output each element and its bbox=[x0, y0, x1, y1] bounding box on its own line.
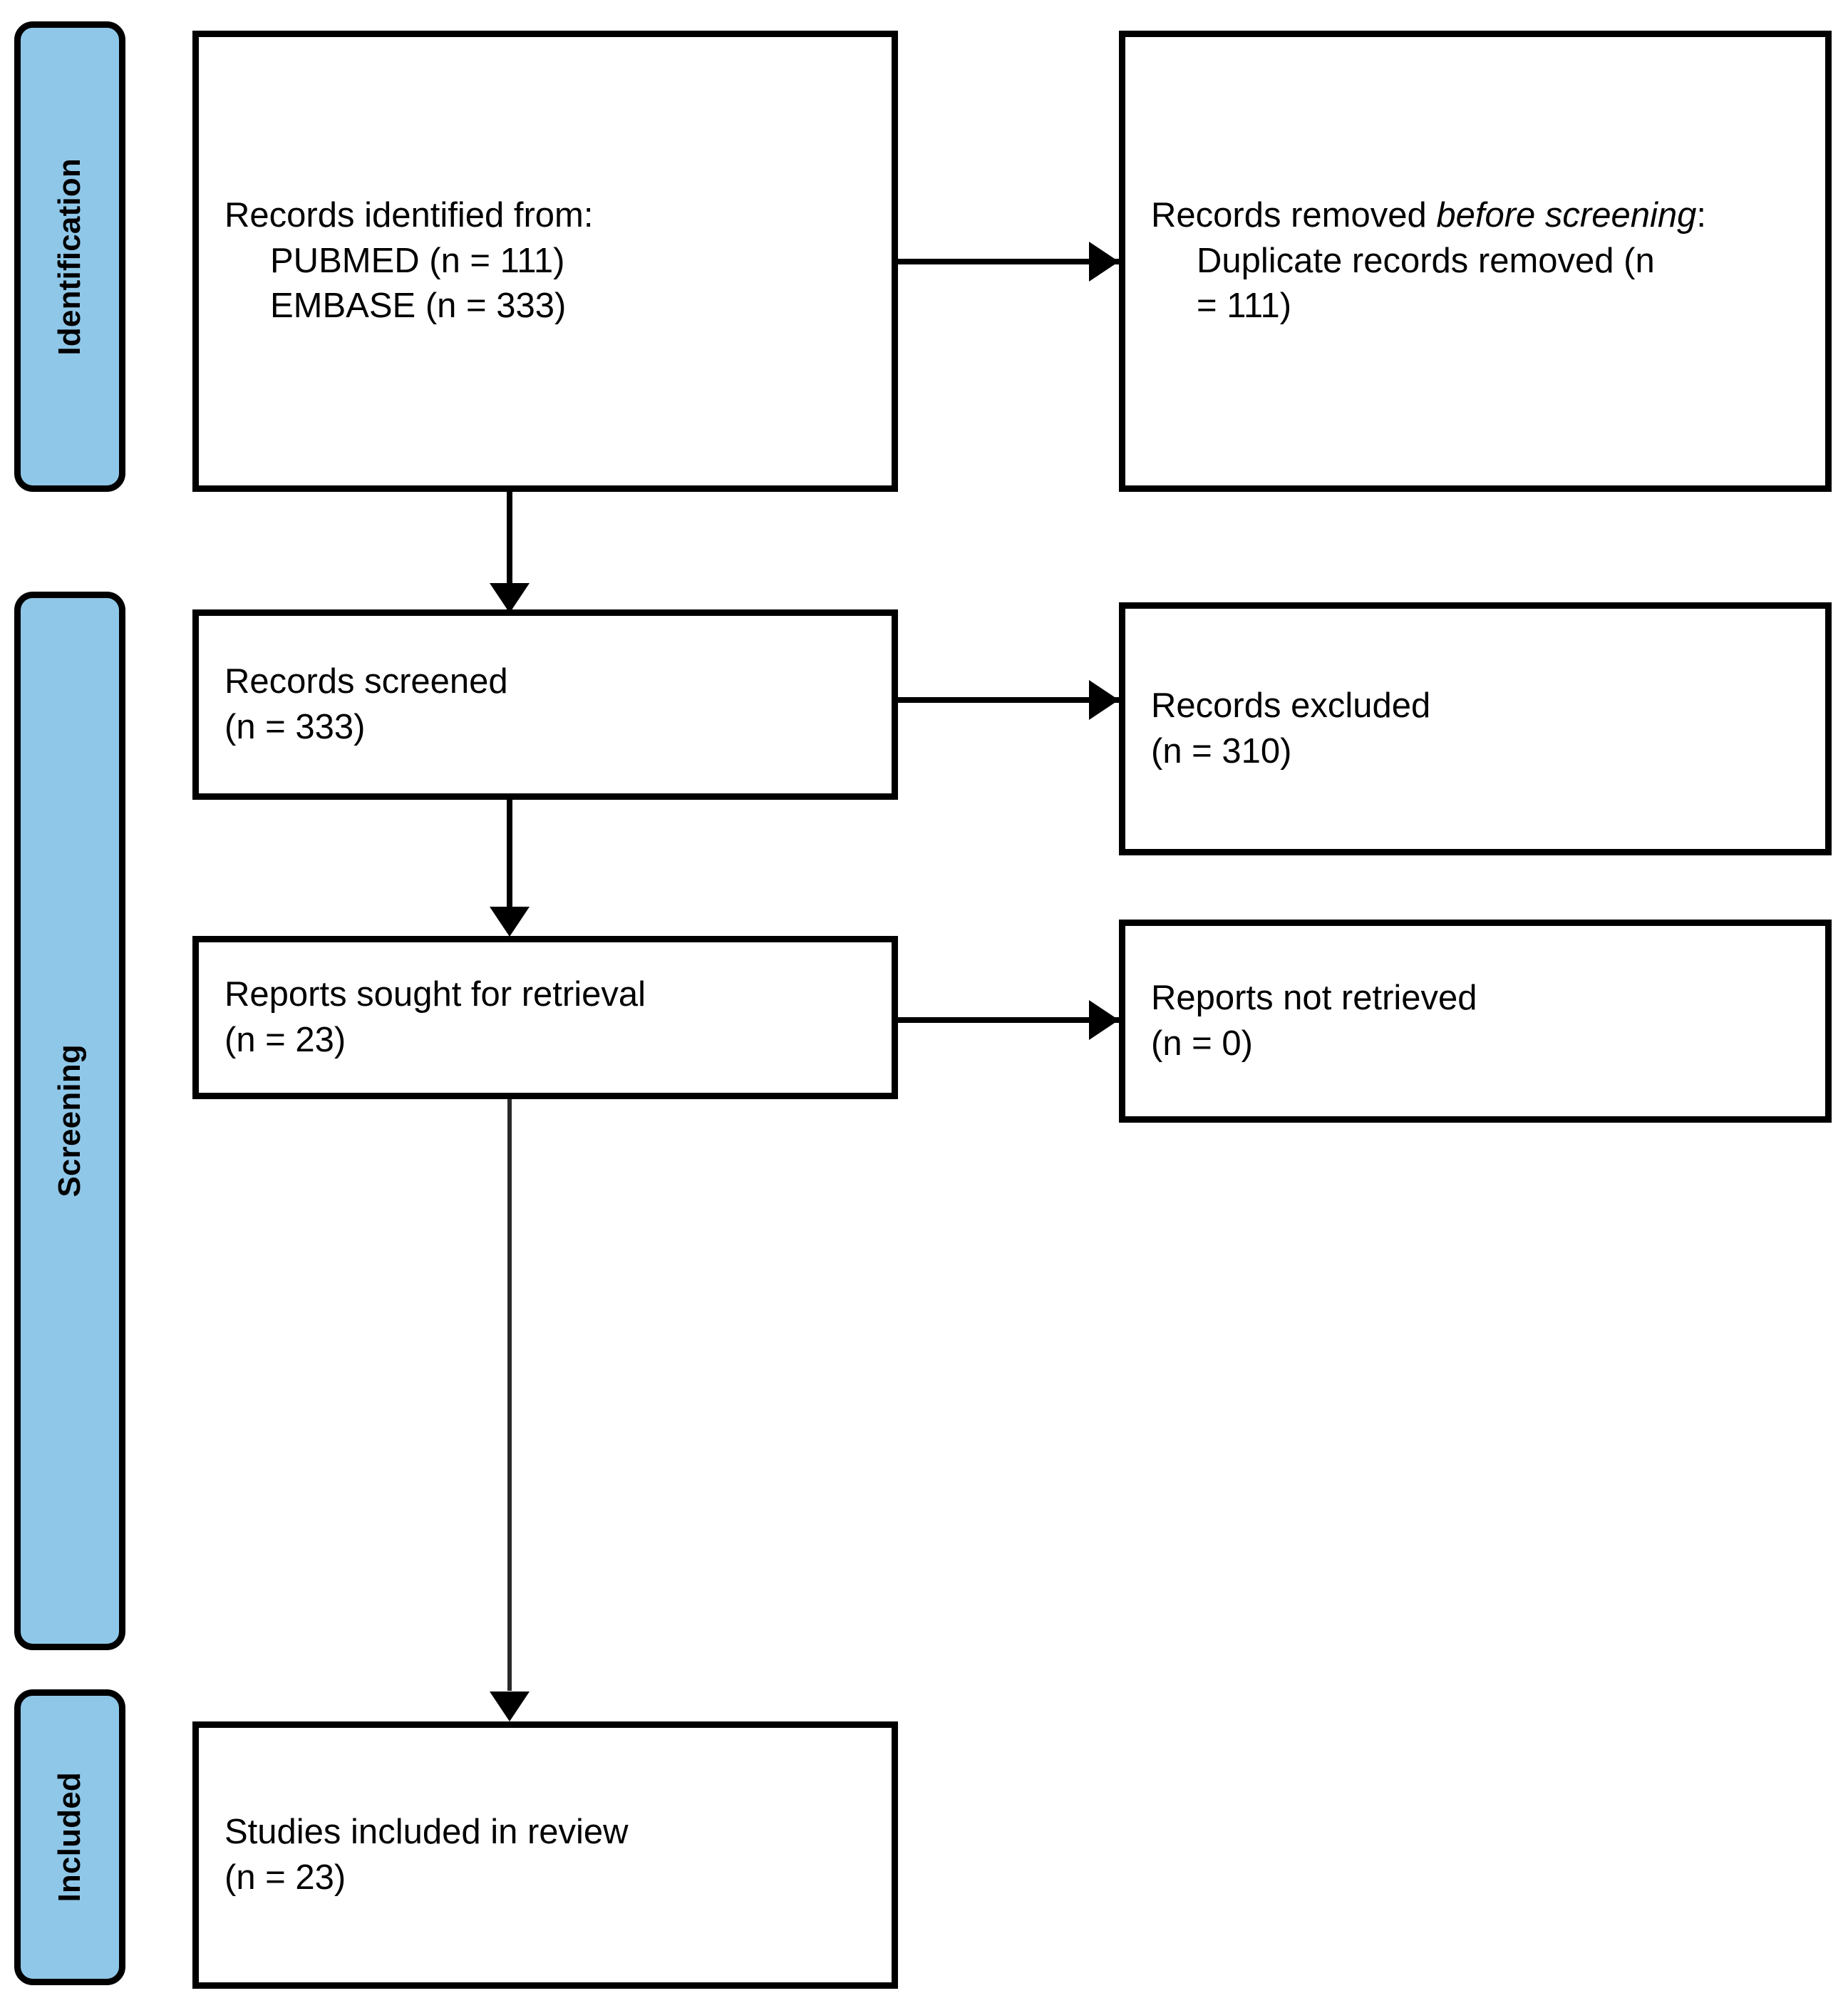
connector-identified-to-removed bbox=[898, 259, 1123, 264]
reports-sought-title: Reports sought for retrieval bbox=[224, 974, 646, 1014]
records-removed-title-colon: : bbox=[1696, 195, 1706, 235]
box-studies-included-text: Studies included in review (n = 23) bbox=[199, 1810, 892, 1900]
box-records-removed-text: Records removed before screening: Duplic… bbox=[1125, 193, 1825, 329]
box-records-screened-text: Records screened (n = 333) bbox=[199, 659, 892, 750]
connector-sought-to-studies-included bbox=[507, 1099, 512, 1691]
box-reports-sought-text: Reports sought for retrieval (n = 23) bbox=[199, 972, 892, 1063]
records-identified-title: Records identified from: bbox=[224, 195, 594, 235]
arrowhead-screened-to-reports-sought bbox=[490, 907, 530, 937]
studies-included-title: Studies included in review bbox=[224, 1812, 629, 1851]
stage-bar-identification: Identification bbox=[14, 21, 125, 492]
box-reports-not-retrieved-text: Reports not retrieved (n = 0) bbox=[1125, 976, 1825, 1066]
records-removed-title-italic: before screening bbox=[1436, 195, 1697, 235]
connector-screened-to-reports-sought bbox=[507, 800, 512, 908]
arrowhead-identified-to-screened bbox=[490, 583, 530, 613]
records-screened-title: Records screened bbox=[224, 661, 508, 701]
records-excluded-count: (n = 310) bbox=[1151, 731, 1292, 771]
reports-sought-count: (n = 23) bbox=[224, 1020, 346, 1059]
box-studies-included-in-review: Studies included in review (n = 23) bbox=[192, 1721, 898, 1989]
records-excluded-title: Records excluded bbox=[1151, 686, 1431, 725]
arrowhead-sought-to-not-retrieved bbox=[1089, 1000, 1119, 1040]
stage-bar-screening: Screening bbox=[14, 592, 125, 1650]
stage-label-screening: Screening bbox=[52, 1044, 87, 1198]
box-records-identified-text: Records identified from: PUBMED (n = 111… bbox=[199, 193, 892, 329]
box-records-screened: Records screened (n = 333) bbox=[192, 609, 898, 800]
connector-sought-to-not-retrieved bbox=[898, 1017, 1123, 1023]
records-removed-detail-line-2: = 111) bbox=[1197, 287, 1292, 326]
records-removed-title-plain: Records removed bbox=[1151, 195, 1437, 235]
records-removed-title: Records removed before screening: bbox=[1151, 193, 1800, 239]
records-identified-source-embase: EMBASE (n = 333) bbox=[270, 287, 567, 326]
box-records-identified: Records identified from: PUBMED (n = 111… bbox=[192, 31, 898, 492]
connector-screened-to-excluded bbox=[898, 697, 1123, 703]
records-identified-source-pubmed: PUBMED (n = 111) bbox=[270, 241, 565, 280]
box-records-excluded-text: Records excluded (n = 310) bbox=[1125, 684, 1825, 774]
connector-identified-to-screened bbox=[507, 492, 512, 613]
box-records-removed-before-screening: Records removed before screening: Duplic… bbox=[1119, 31, 1832, 492]
arrowhead-sought-to-studies-included bbox=[490, 1692, 530, 1721]
studies-included-count: (n = 23) bbox=[224, 1858, 346, 1897]
reports-not-retrieved-title: Reports not retrieved bbox=[1151, 978, 1477, 1017]
arrowhead-identified-to-removed bbox=[1089, 242, 1119, 282]
stage-label-included: Included bbox=[52, 1772, 87, 1903]
records-screened-count: (n = 333) bbox=[224, 707, 366, 746]
box-reports-sought-for-retrieval: Reports sought for retrieval (n = 23) bbox=[192, 936, 898, 1099]
box-records-excluded: Records excluded (n = 310) bbox=[1119, 602, 1832, 855]
stage-bar-included: Included bbox=[14, 1689, 125, 1985]
records-removed-detail-line-1: Duplicate records removed (n bbox=[1197, 241, 1655, 280]
reports-not-retrieved-count: (n = 0) bbox=[1151, 1024, 1253, 1063]
box-reports-not-retrieved: Reports not retrieved (n = 0) bbox=[1119, 920, 1832, 1123]
stage-label-identification: Identification bbox=[52, 158, 87, 356]
arrowhead-screened-to-excluded bbox=[1089, 680, 1119, 720]
